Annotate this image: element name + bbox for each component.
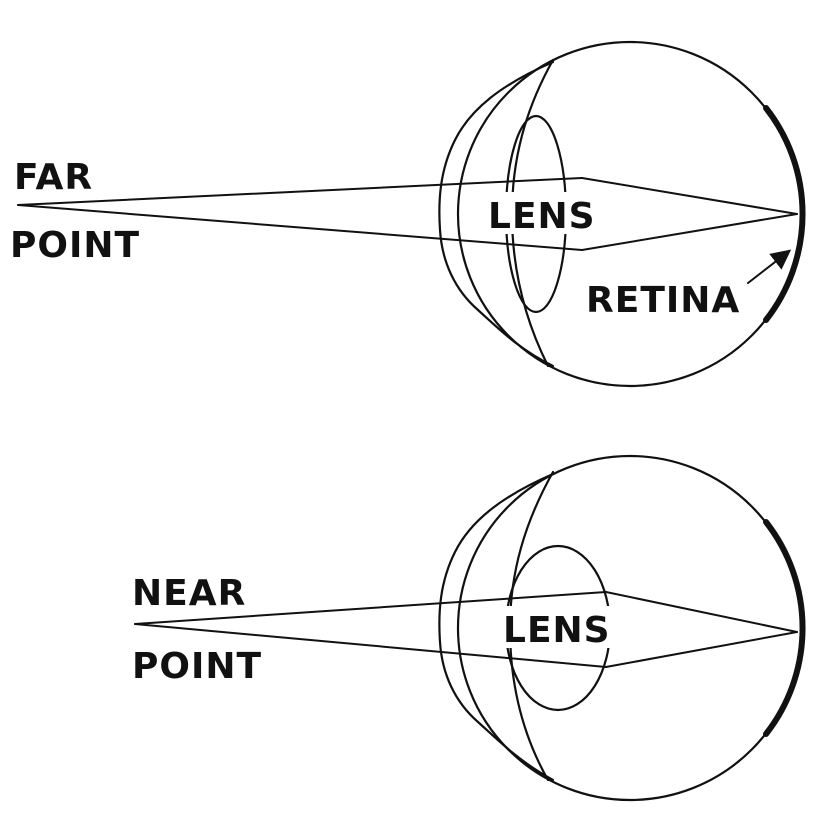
far-point-label-line1: FAR bbox=[14, 157, 93, 198]
retina-label: RETINA bbox=[586, 280, 740, 321]
near-ray-upper-focus bbox=[605, 591, 798, 633]
far-retina-line bbox=[763, 105, 806, 323]
far-ray-upper bbox=[17, 177, 583, 206]
far-ray-lower bbox=[17, 204, 583, 251]
far-lens-label: LENS bbox=[488, 196, 596, 237]
near-point-eye bbox=[134, 454, 806, 802]
near-ray-upper bbox=[134, 591, 607, 625]
near-point-label-line1: NEAR bbox=[132, 573, 246, 614]
far-point-eye bbox=[17, 40, 806, 388]
far-ray-upper-focus bbox=[581, 177, 798, 215]
near-lens-label: LENS bbox=[503, 610, 611, 651]
near-retina-line bbox=[763, 519, 806, 737]
near-cornea bbox=[438, 472, 555, 782]
retina-arrow bbox=[747, 249, 792, 284]
far-ray-lower-focus bbox=[581, 213, 798, 251]
near-lens-label-bg bbox=[502, 606, 612, 648]
near-point-label-line2: POINT bbox=[132, 646, 262, 687]
far-lens-label-bg bbox=[486, 192, 596, 234]
near-ray-lower bbox=[134, 623, 607, 668]
near-ray-lower-focus bbox=[605, 631, 798, 668]
far-point-label-line2: POINT bbox=[10, 225, 140, 266]
far-cornea bbox=[438, 60, 555, 368]
